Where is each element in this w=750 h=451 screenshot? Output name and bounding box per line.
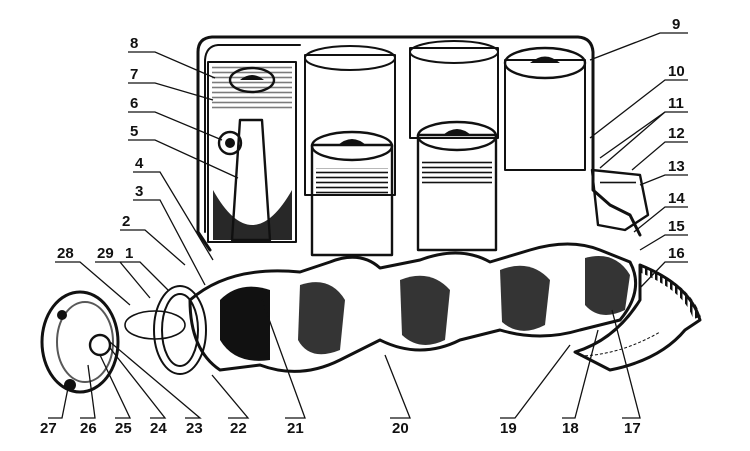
- callout-17: 17: [624, 420, 641, 437]
- callout-3: 3: [135, 183, 143, 200]
- callout-25: 25: [115, 420, 132, 437]
- callout-22: 22: [230, 420, 247, 437]
- callout-26: 26: [80, 420, 97, 437]
- crankshaft-pulley: [40, 290, 120, 394]
- callout-29: 29: [97, 245, 114, 262]
- callout-10: 10: [668, 63, 685, 80]
- ratchet-nut: [88, 333, 112, 357]
- flywheel: [573, 263, 702, 372]
- crankshaft-gear: [124, 285, 207, 375]
- cylinder-1-cutaway: [207, 61, 297, 243]
- cylinder-block: [196, 35, 642, 252]
- rear-main-bearing: [590, 168, 650, 232]
- callout-8: 8: [130, 35, 138, 52]
- callout-9: 9: [672, 16, 680, 33]
- callout-12: 12: [668, 125, 685, 142]
- callout-5: 5: [130, 123, 138, 140]
- callout-1: 1: [125, 245, 133, 262]
- callout-20: 20: [392, 420, 409, 437]
- callout-7: 7: [130, 66, 138, 83]
- callout-18: 18: [562, 420, 579, 437]
- callout-21: 21: [287, 420, 304, 437]
- callout-16: 16: [668, 245, 685, 262]
- callout-15: 15: [668, 218, 685, 235]
- callout-labels: 8 7 6 5 4 3 2 1 28 29 9 10 11 12 13 14 1…: [40, 16, 685, 437]
- callout-13: 13: [668, 158, 685, 175]
- callout-4: 4: [135, 155, 144, 172]
- callout-24: 24: [150, 420, 167, 437]
- callout-14: 14: [668, 190, 685, 207]
- crankshaft: [188, 242, 638, 373]
- leader-lines: [48, 32, 688, 419]
- callout-19: 19: [500, 420, 517, 437]
- upper-pistons: [304, 40, 587, 196]
- callout-2: 2: [122, 213, 130, 230]
- piston-pin-1: [217, 130, 243, 156]
- callout-6: 6: [130, 95, 138, 112]
- piston-2: [304, 54, 396, 196]
- callout-27: 27: [40, 420, 57, 437]
- piston-4: [504, 59, 586, 171]
- front-pistons: [310, 120, 498, 257]
- callout-28: 28: [57, 245, 74, 262]
- callout-23: 23: [186, 420, 203, 437]
- callout-11: 11: [668, 95, 684, 112]
